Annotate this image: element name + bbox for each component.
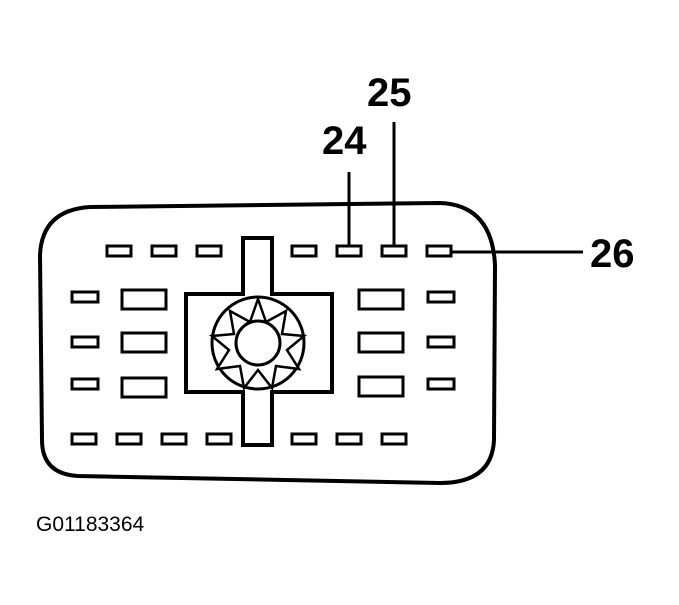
terminal-cavity	[290, 244, 318, 258]
large-terminal-cavity	[120, 376, 168, 399]
terminal-cavity	[426, 335, 456, 349]
terminal-cavity	[70, 290, 100, 304]
terminal-row-bottom	[70, 432, 408, 446]
terminal-column-left	[70, 290, 100, 391]
terminal-cavity-25	[380, 244, 408, 258]
callout-label-24: 24	[322, 119, 367, 163]
terminal-cavity	[160, 432, 188, 446]
terminal-column-right-large	[357, 288, 405, 398]
terminal-cavity	[70, 432, 98, 446]
terminal-cavity	[115, 432, 143, 446]
terminal-cavity	[205, 432, 233, 446]
large-terminal-cavity	[357, 375, 405, 398]
terminal-cavity	[335, 432, 363, 446]
terminal-cavity	[195, 244, 223, 258]
terminal-column-right	[426, 290, 456, 391]
large-terminal-cavity	[357, 331, 405, 354]
center-lock-star	[208, 295, 308, 391]
figure-id: G01183364	[36, 513, 145, 536]
terminal-cavity	[105, 244, 133, 258]
terminal-cavity	[70, 335, 100, 349]
terminal-cavity	[70, 377, 100, 391]
terminal-cavity-24	[335, 244, 363, 258]
terminal-cavity	[426, 290, 456, 304]
terminal-row-top	[105, 244, 453, 258]
large-terminal-cavity	[357, 288, 405, 311]
terminal-cavity	[150, 244, 178, 258]
large-terminal-cavity	[120, 288, 168, 311]
terminal-cavity	[380, 432, 408, 446]
terminal-cavity	[290, 432, 318, 446]
terminal-column-left-large	[120, 288, 168, 399]
callout-label-25: 25	[367, 71, 412, 115]
terminal-cavity-26	[425, 244, 453, 258]
star-center-hole	[234, 319, 282, 367]
callout-label-26: 26	[590, 232, 635, 276]
large-terminal-cavity	[120, 331, 168, 354]
terminal-cavity	[426, 377, 456, 391]
